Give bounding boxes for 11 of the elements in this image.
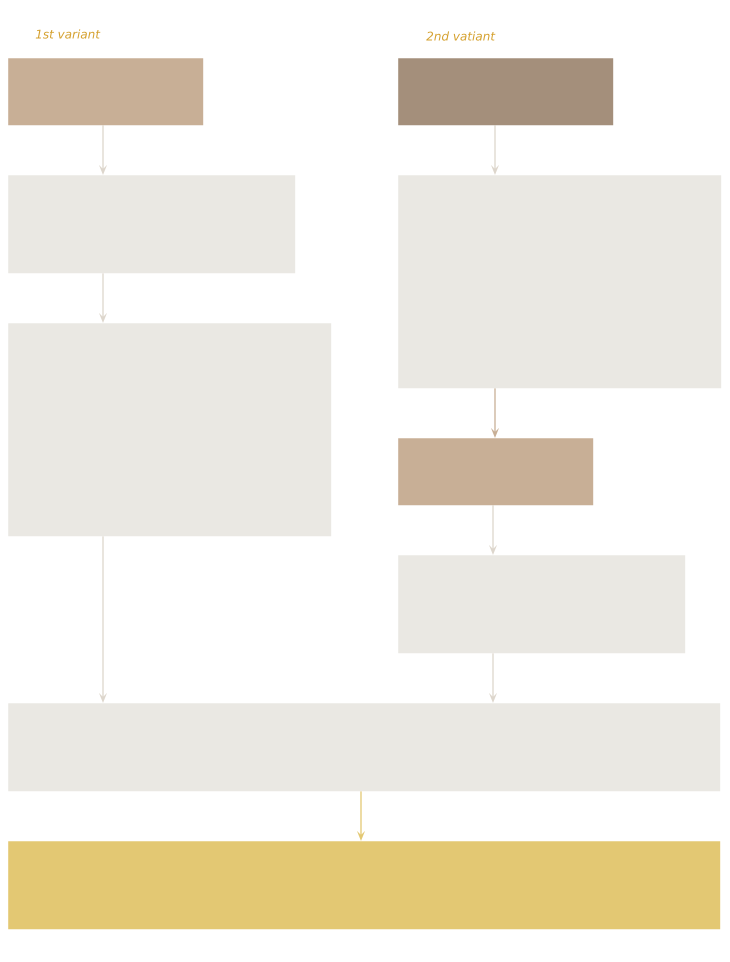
variant-heading: 1st variant: [36, 29, 100, 39]
variant-heading: 2nd vatiant: [426, 31, 496, 41]
process-box: [398, 555, 686, 654]
process-box: [8, 175, 296, 274]
process-box: [8, 58, 204, 126]
process-box: [8, 841, 720, 930]
process-box: [8, 703, 720, 792]
process-box: [398, 58, 614, 126]
process-box: [398, 438, 594, 506]
process-box: [8, 323, 332, 536]
process-box: [398, 175, 722, 388]
